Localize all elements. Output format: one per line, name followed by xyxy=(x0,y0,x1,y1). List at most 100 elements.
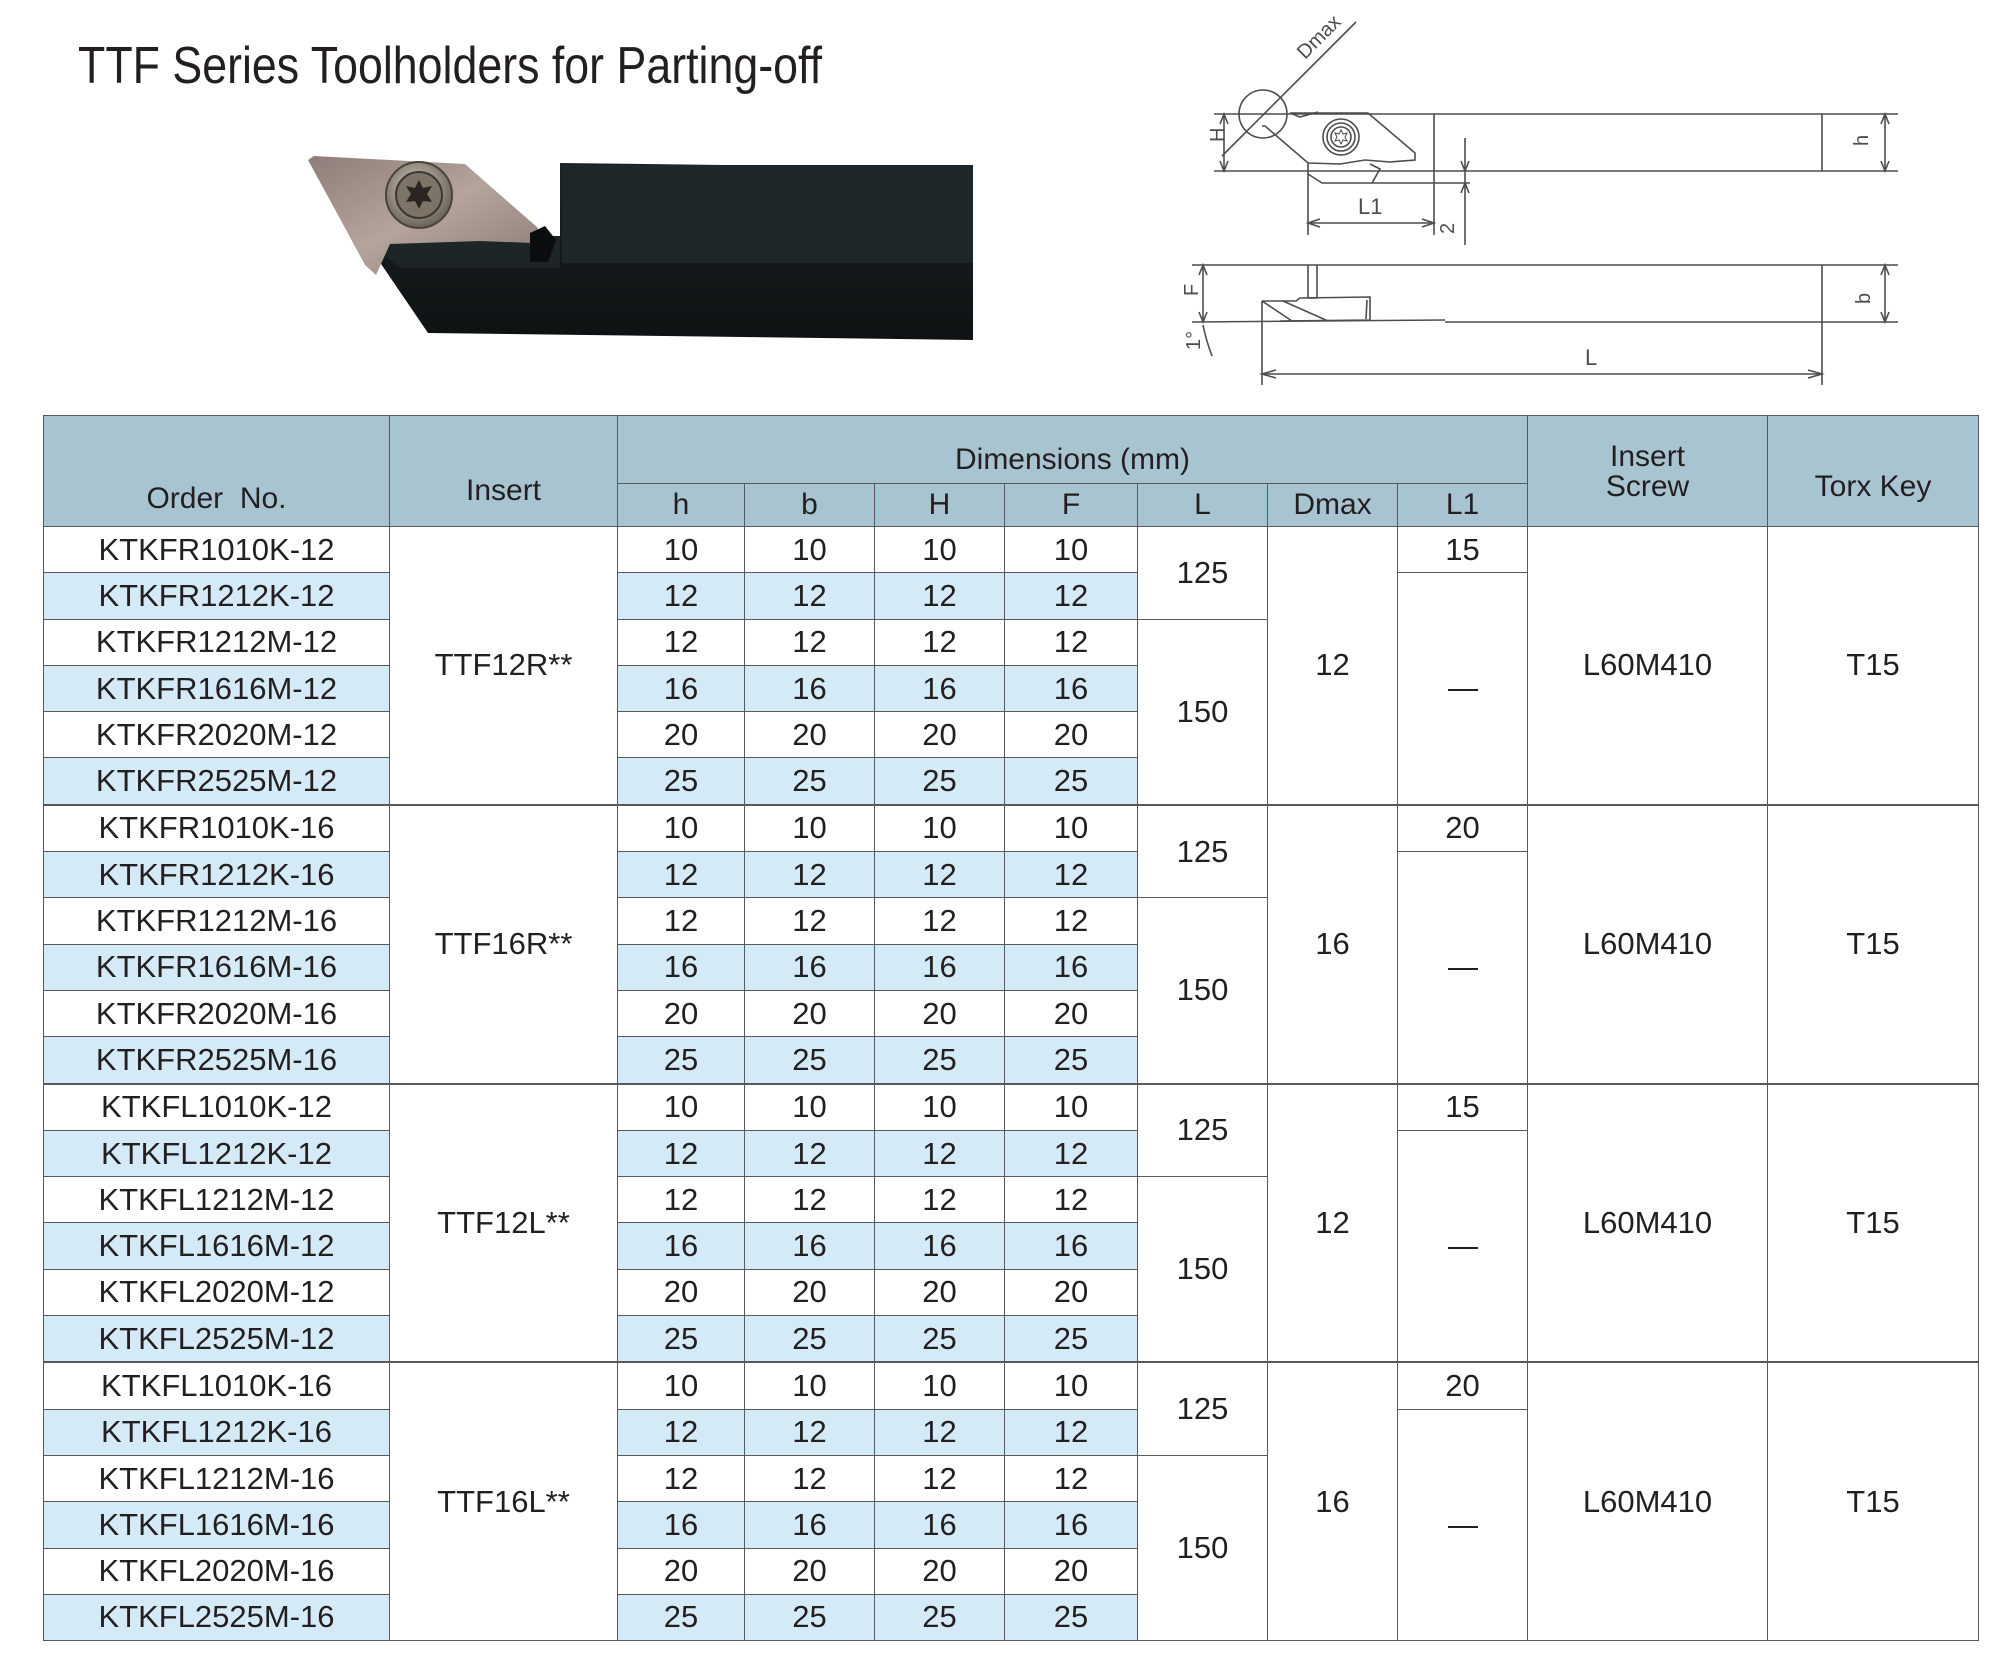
header-b: b xyxy=(744,483,875,527)
h-cell: 10 xyxy=(617,525,745,574)
order-no-cell: KTKFL2020M-12 xyxy=(43,1268,390,1317)
torx-key-cell: T15 xyxy=(1767,525,1979,806)
H-cell: 10 xyxy=(874,1361,1005,1410)
label-angle: 1° xyxy=(1183,331,1205,350)
h-cell: 16 xyxy=(617,1501,745,1549)
header-L: L xyxy=(1137,483,1268,527)
h-cell: 16 xyxy=(617,943,745,991)
header-insert-screw-line2: Screw xyxy=(1605,470,1690,503)
L-cell: 125 xyxy=(1137,803,1268,899)
order-no-cell: KTKFL2020M-16 xyxy=(43,1547,390,1595)
b-cell: 10 xyxy=(744,1361,875,1410)
specification-table: Order No. Insert Dimensions (mm) Insert … xyxy=(43,415,1979,1642)
H-cell: 16 xyxy=(874,1222,1005,1270)
h-cell: 10 xyxy=(617,1361,745,1410)
H-cell: 12 xyxy=(874,897,1005,945)
header-insert: Insert xyxy=(389,415,618,527)
h-cell: 16 xyxy=(617,664,745,713)
F-cell: 10 xyxy=(1004,1361,1138,1410)
torx-key-cell: T15 xyxy=(1767,1361,1979,1642)
header-order-no: Order No. xyxy=(43,415,390,527)
H-cell: 16 xyxy=(874,1501,1005,1549)
h-cell: 20 xyxy=(617,1268,745,1317)
order-no-cell: KTKFR1212K-12 xyxy=(43,572,390,620)
label-L: L xyxy=(1585,345,1597,370)
L-cell: 150 xyxy=(1137,1176,1268,1363)
H-cell: 12 xyxy=(874,1176,1005,1224)
h-cell: 16 xyxy=(617,1222,745,1270)
F-cell: 25 xyxy=(1004,1036,1138,1085)
dmax-cell: 16 xyxy=(1267,1361,1398,1642)
insert-screw-cell: L60M410 xyxy=(1527,525,1768,806)
not-applicable-dash xyxy=(1447,968,1478,971)
not-applicable-dash xyxy=(1447,1525,1478,1528)
insert-cell: TTF16L** xyxy=(389,1361,618,1642)
b-cell: 12 xyxy=(744,1176,875,1224)
order-no-cell: KTKFR1010K-16 xyxy=(43,803,390,853)
h-cell: 12 xyxy=(617,1408,745,1456)
header-L1: L1 xyxy=(1397,483,1528,527)
order-no-cell: KTKFR2525M-12 xyxy=(43,757,390,806)
b-cell: 16 xyxy=(744,1222,875,1270)
h-cell: 12 xyxy=(617,618,745,666)
label-2: 2 xyxy=(1437,223,1459,234)
h-cell: 25 xyxy=(617,1036,745,1085)
order-no-cell: KTKFR1212M-16 xyxy=(43,897,390,945)
order-no-cell: KTKFL1616M-12 xyxy=(43,1222,390,1270)
order-no-cell: KTKFR2525M-16 xyxy=(43,1036,390,1085)
F-cell: 12 xyxy=(1004,618,1138,666)
order-no-cell: KTKFR1616M-16 xyxy=(43,943,390,991)
order-no-cell: KTKFR1212M-12 xyxy=(43,618,390,666)
H-cell: 20 xyxy=(874,989,1005,1038)
order-no-cell: KTKFR1616M-12 xyxy=(43,664,390,713)
header-torx-key: Torx Key xyxy=(1767,415,1979,527)
H-cell: 20 xyxy=(874,1268,1005,1317)
h-cell: 12 xyxy=(617,1176,745,1224)
tool-shank-top-face xyxy=(562,165,973,263)
label-F: F xyxy=(1181,284,1203,296)
b-cell: 16 xyxy=(744,1501,875,1549)
H-cell: 10 xyxy=(874,1082,1005,1131)
F-cell: 20 xyxy=(1004,711,1138,759)
H-cell: 12 xyxy=(874,572,1005,620)
F-cell: 25 xyxy=(1004,1315,1138,1363)
h-cell: 25 xyxy=(617,757,745,806)
order-no-cell: KTKFL1212K-12 xyxy=(43,1129,390,1178)
H-cell: 12 xyxy=(874,1454,1005,1503)
order-no-cell: KTKFR2020M-16 xyxy=(43,989,390,1038)
b-cell: 12 xyxy=(744,851,875,899)
L-cell: 125 xyxy=(1137,1082,1268,1178)
F-cell: 16 xyxy=(1004,1222,1138,1270)
h-cell: 12 xyxy=(617,572,745,620)
b-cell: 12 xyxy=(744,618,875,666)
order-no-cell: KTKFR1212K-16 xyxy=(43,851,390,899)
insert-cell: TTF12L** xyxy=(389,1082,618,1363)
label-L1: L1 xyxy=(1358,194,1382,219)
H-cell: 25 xyxy=(874,1036,1005,1085)
L1-cell: 15 xyxy=(1397,525,1528,574)
label-h: h xyxy=(1851,135,1873,146)
b-cell: 12 xyxy=(744,572,875,620)
header-insert-screw: Insert Screw xyxy=(1527,415,1768,527)
F-cell: 12 xyxy=(1004,897,1138,945)
dmax-cell: 16 xyxy=(1267,803,1398,1085)
torx-key-cell: T15 xyxy=(1767,1082,1979,1363)
F-cell: 12 xyxy=(1004,1408,1138,1456)
F-cell: 12 xyxy=(1004,1454,1138,1503)
L-cell: 125 xyxy=(1137,1361,1268,1456)
F-cell: 20 xyxy=(1004,989,1138,1038)
insert-cell: TTF16R** xyxy=(389,803,618,1085)
order-no-cell: KTKFL1212K-16 xyxy=(43,1408,390,1456)
order-no-cell: KTKFL2525M-12 xyxy=(43,1315,390,1363)
F-cell: 20 xyxy=(1004,1547,1138,1595)
